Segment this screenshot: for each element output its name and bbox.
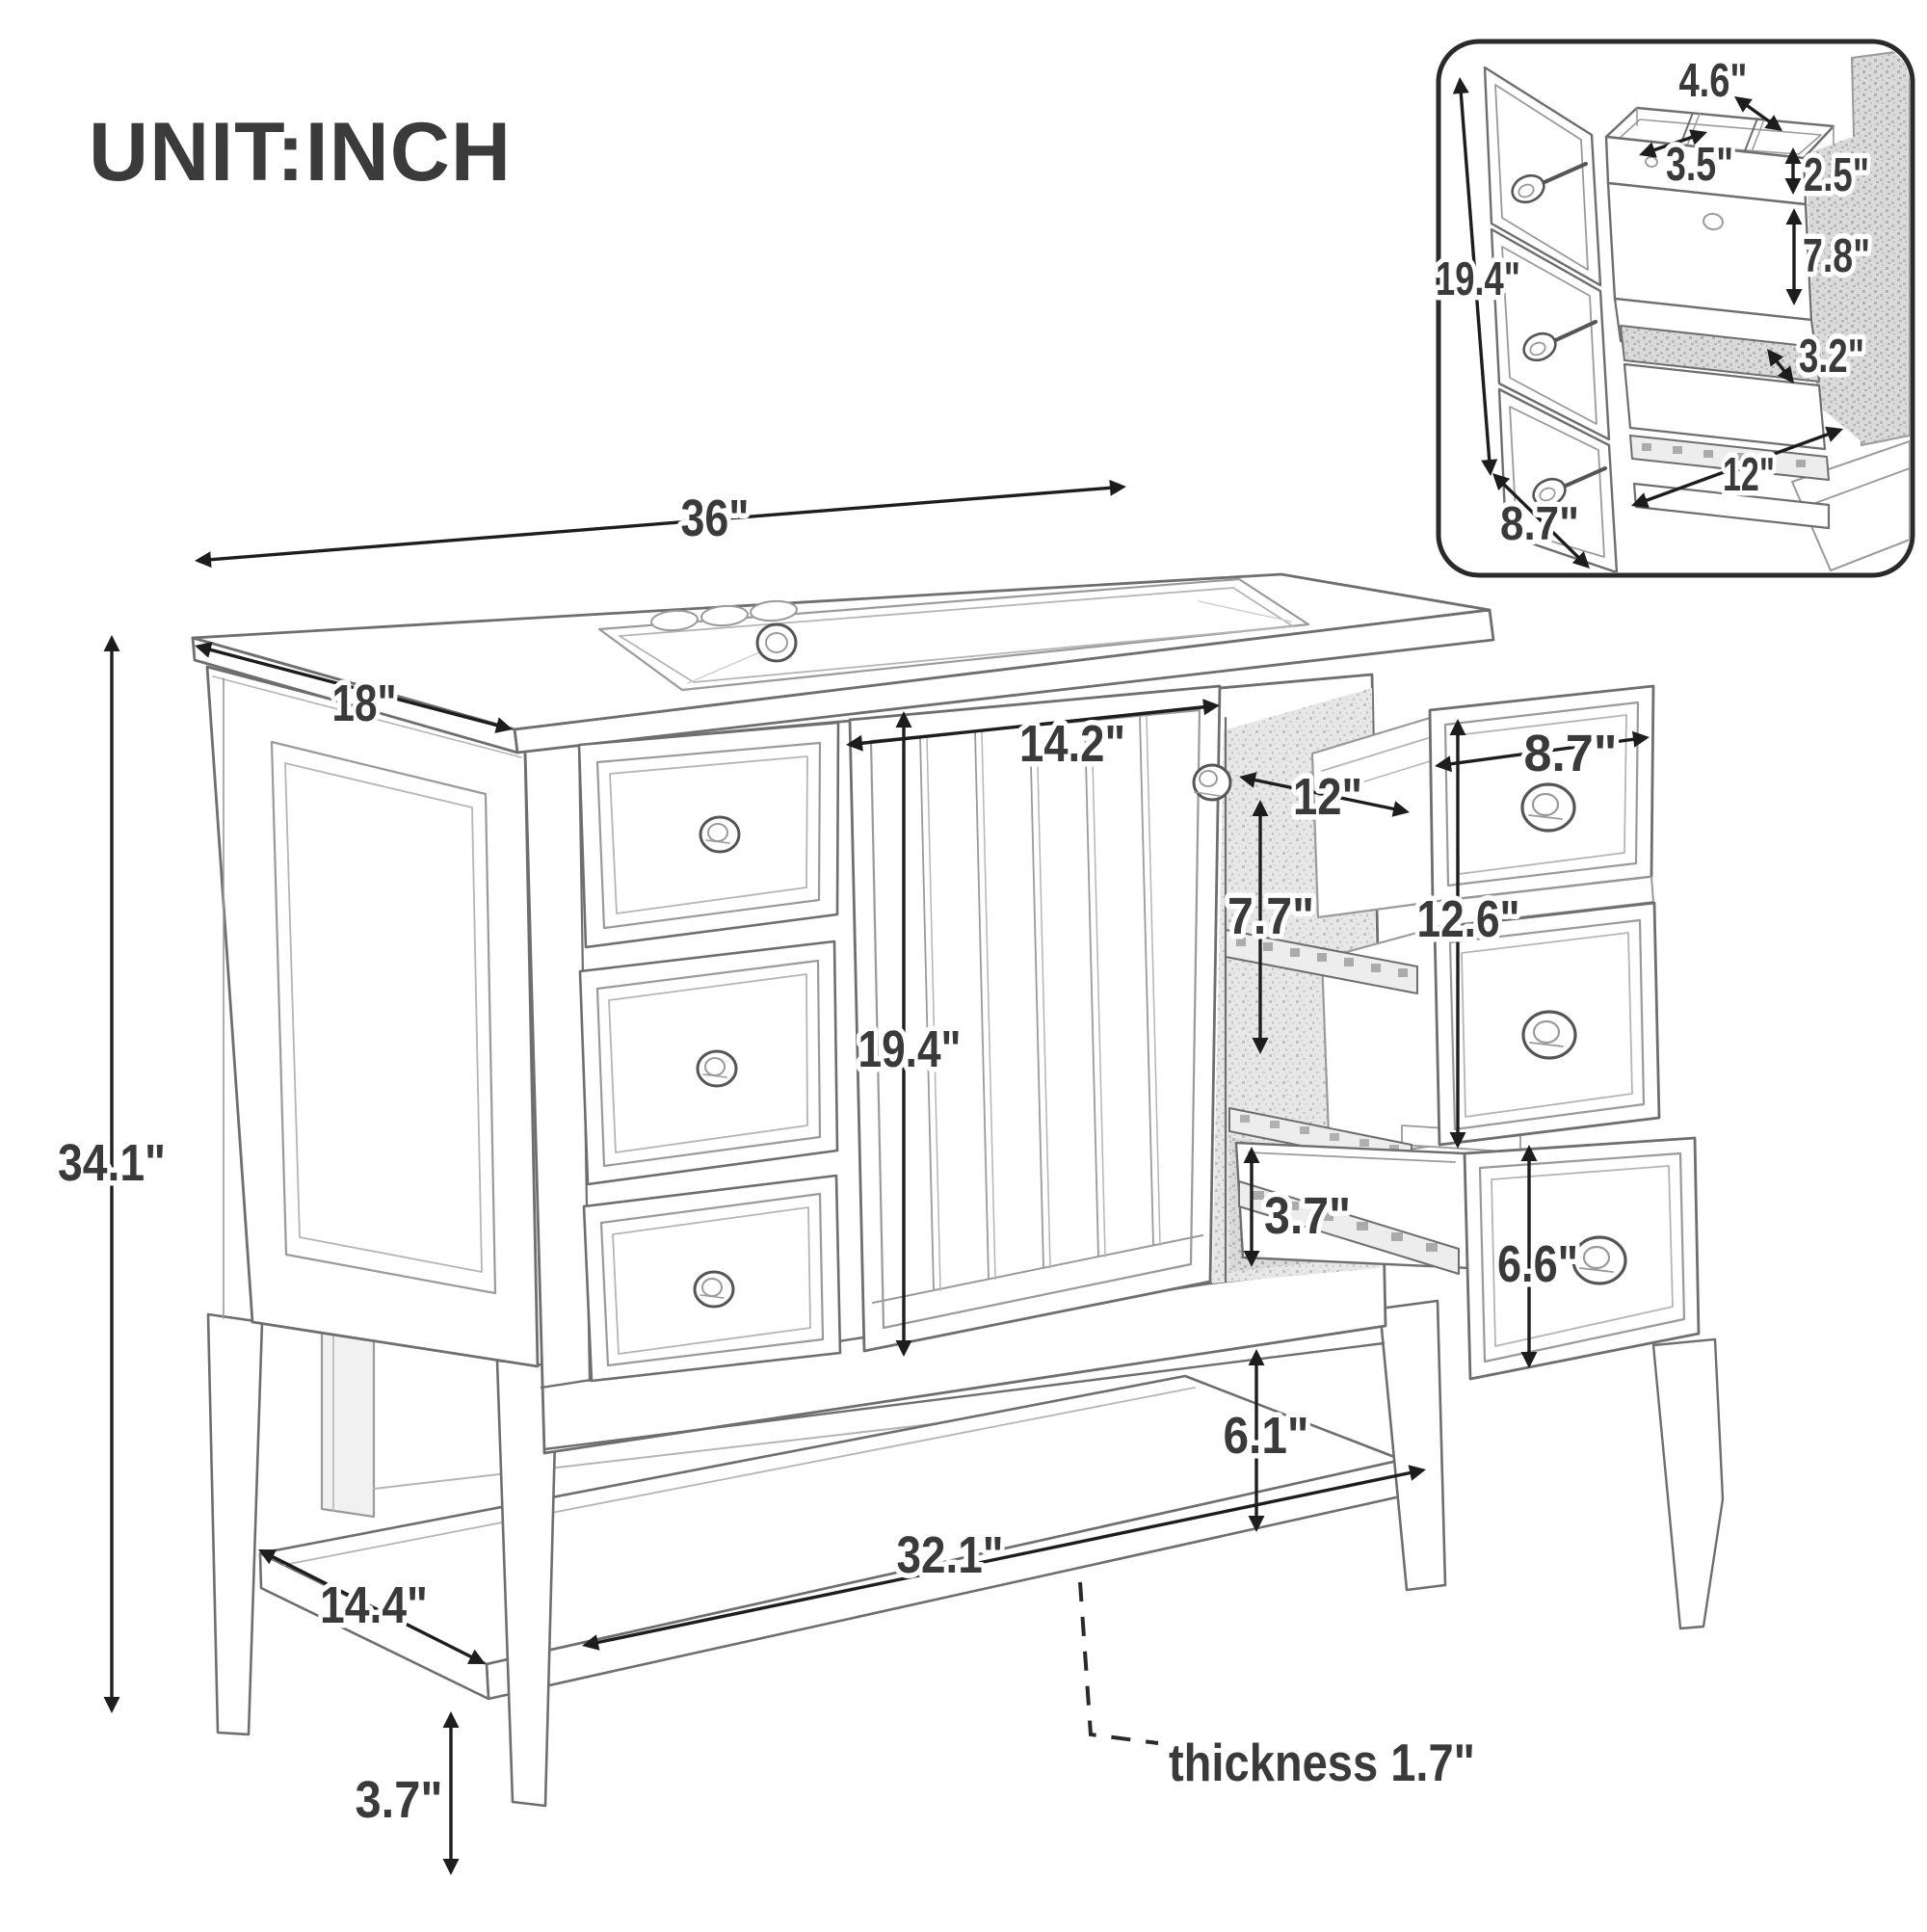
- svg-text:32.1": 32.1": [897, 1526, 1004, 1584]
- svg-text:3.7": 3.7": [1264, 1187, 1351, 1245]
- svg-text:8.7": 8.7": [1524, 725, 1618, 782]
- svg-text:19.4": 19.4": [1436, 253, 1520, 305]
- svg-text:34.1": 34.1": [58, 1134, 166, 1192]
- svg-text:2.5": 2.5": [1804, 149, 1869, 201]
- svg-text:6.6": 6.6": [1497, 1235, 1578, 1293]
- svg-text:3.5": 3.5": [1666, 139, 1733, 191]
- svg-text:7.8": 7.8": [1803, 230, 1870, 282]
- svg-text:3.7": 3.7": [356, 1771, 443, 1829]
- svg-text:14.2": 14.2": [1019, 715, 1125, 773]
- svg-text:UNIT:INCH: UNIT:INCH: [89, 106, 512, 198]
- svg-text:18": 18": [332, 675, 397, 732]
- svg-text:14.4": 14.4": [320, 1576, 428, 1634]
- svg-text:8.7": 8.7": [1500, 498, 1579, 550]
- svg-text:7.7": 7.7": [1227, 887, 1314, 945]
- svg-text:12": 12": [1293, 768, 1362, 826]
- svg-text:12": 12": [1723, 449, 1775, 501]
- svg-text:4.6": 4.6": [1679, 55, 1748, 107]
- svg-text:12.6": 12.6": [1417, 890, 1520, 948]
- svg-text:19.4": 19.4": [858, 1020, 962, 1078]
- svg-text:6.1": 6.1": [1224, 1407, 1309, 1465]
- svg-text:thickness 1.7": thickness 1.7": [1169, 1733, 1475, 1792]
- svg-text:36": 36": [681, 490, 750, 547]
- svg-text:3.2": 3.2": [1799, 331, 1864, 383]
